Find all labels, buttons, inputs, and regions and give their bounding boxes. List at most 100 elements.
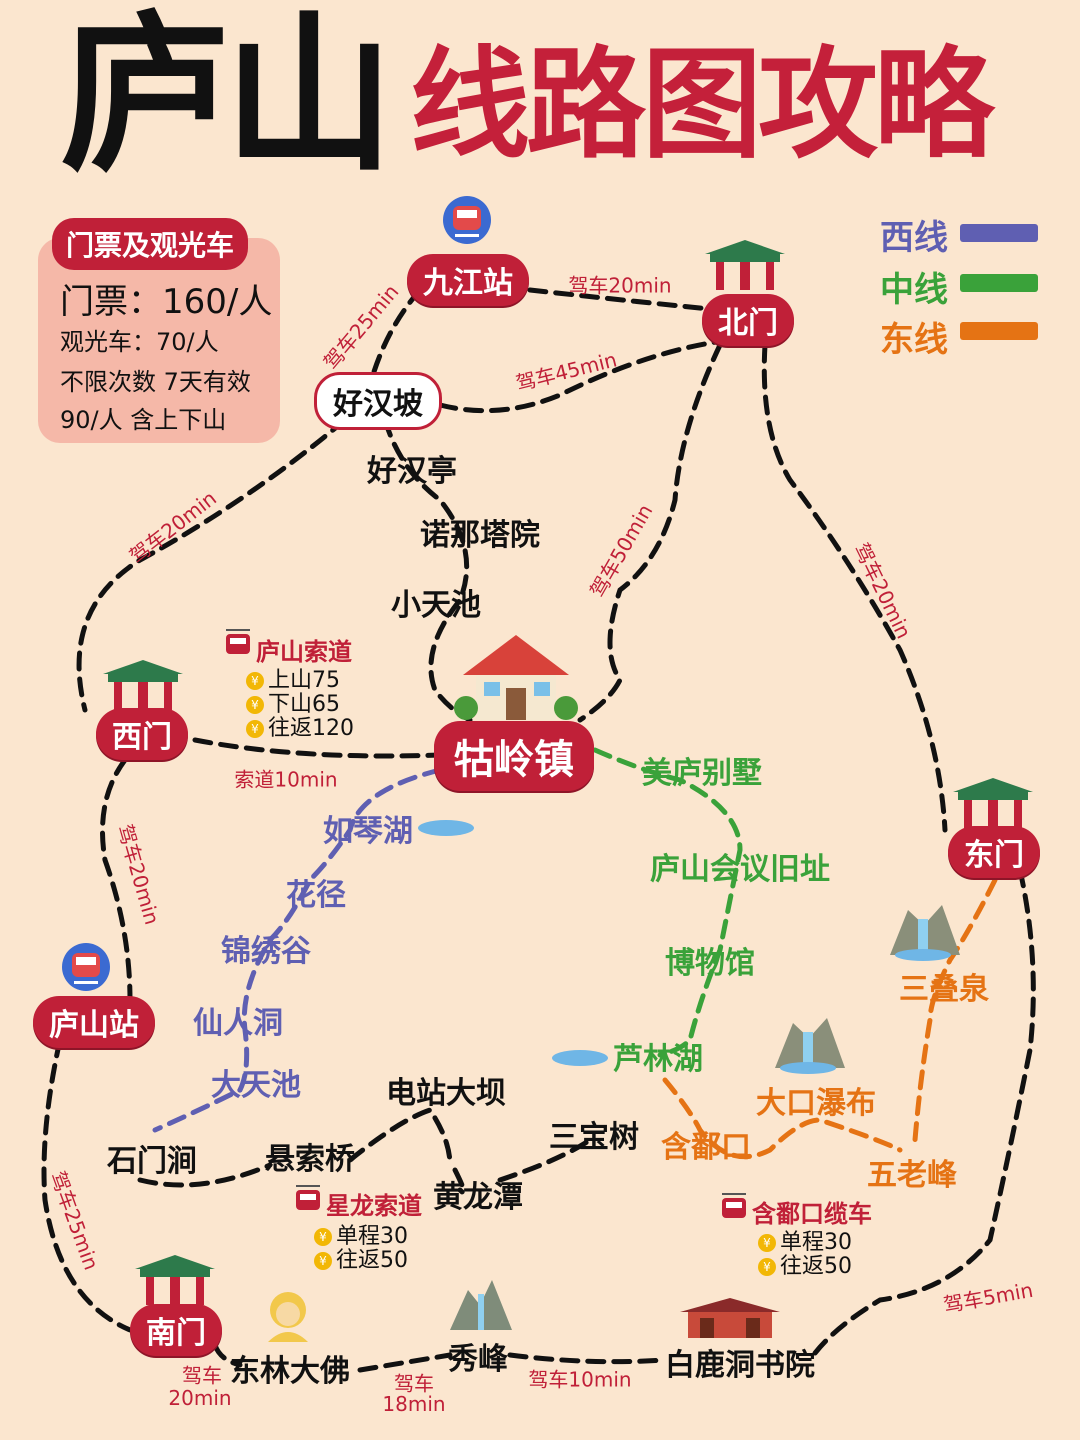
legend-central-label: 中线: [880, 270, 948, 310]
route-xiufeng-bailu: [507, 1352, 668, 1365]
train-icon: [62, 943, 110, 991]
drive-donglin-xiufeng-b: 18min: [382, 1392, 446, 1416]
west-spot-xianrendong: 仙人洞: [193, 1006, 283, 1041]
west-spot-huajing: 花径: [286, 878, 346, 913]
central-spot-huiyi: 庐山会议旧址: [650, 852, 830, 887]
coin-icon: ¥: [246, 720, 264, 738]
gate-icon: [953, 778, 1033, 828]
route-hhp-west: [76, 417, 348, 713]
spot-donglin: 东林大佛: [230, 1354, 350, 1389]
coin-icon: ¥: [246, 672, 264, 690]
route-west-guling: [192, 737, 443, 759]
cableway-xinglong-price-0: ¥单程30: [314, 1218, 408, 1250]
drive-west-guling: 索道10min: [234, 767, 338, 792]
gate-icon: [705, 240, 785, 290]
route-station-south: [41, 1037, 133, 1333]
cableway-xinglong-price-1: ¥往返50: [314, 1242, 408, 1274]
route-east-line-2: [662, 1077, 903, 1160]
spot-xiaotianchi: 小天池: [391, 588, 481, 623]
cableway-lushan-price-1: ¥下山65: [246, 686, 340, 718]
route-donglin-xiufeng: [357, 1352, 453, 1373]
drive-jj-north: 驾车20min: [568, 273, 672, 298]
east-gate: 东门: [948, 826, 1040, 878]
route-east-line: [912, 877, 998, 1143]
east-spot-hanpokou: 含鄱口: [661, 1130, 751, 1165]
route-bridge-dam: [347, 1107, 453, 1168]
route-east-bailu: [807, 867, 1036, 1363]
cableway-xinglong-title: 星龙索道: [326, 1192, 422, 1220]
south-gate: 南门: [130, 1304, 222, 1356]
spot-xiufeng: 秀峰: [448, 1342, 508, 1377]
guling-town: 牯岭镇: [434, 721, 594, 791]
route-north-east: [761, 342, 948, 833]
cableway-hanpo-price-0: ¥单程30: [758, 1224, 852, 1256]
coin-icon: ¥: [314, 1252, 332, 1270]
lake-icon: [418, 820, 474, 836]
west-gate: 西门: [96, 708, 188, 760]
lake-icon: [552, 1050, 608, 1066]
spot-xuansuoqiao: 悬索桥: [265, 1142, 355, 1177]
drive-donglin-xiufeng-a: 驾车: [394, 1371, 434, 1396]
west-spot-ruqinhu: 如琴湖: [323, 814, 413, 849]
drive-south-donglin-b: 20min: [168, 1386, 232, 1410]
east-spot-wulaofeng: 五老峰: [867, 1158, 957, 1193]
spot-sanbaoshu: 三宝树: [549, 1120, 639, 1155]
cableway-hanpo-price-1: ¥往返50: [758, 1248, 852, 1280]
legend-west-swatch: [960, 224, 1038, 242]
waterfall-icon: [890, 905, 960, 961]
cableway-lushan-price-2: ¥往返120: [246, 710, 354, 742]
coin-icon: ¥: [758, 1258, 776, 1276]
legend-west-label: 西线: [880, 218, 948, 258]
page-subtitle: 线路图攻略: [410, 34, 994, 175]
route-shimen-bridge: [137, 1162, 273, 1188]
spot-bailudong: 白鹿洞书院: [665, 1348, 815, 1383]
page-title: 庐山: [60, 0, 394, 195]
bus-validity: 不限次数 7天有效: [60, 368, 251, 396]
lushan-station: 庐山站: [33, 996, 155, 1048]
ticket-header: 门票及观光车: [52, 218, 249, 270]
west-spot-jinxiugu: 锦绣谷: [221, 934, 311, 969]
legend-east-label: 东线: [880, 320, 948, 360]
spot-haohanting: 好汉亭: [367, 454, 457, 489]
spot-dianzhan: 电站大坝: [386, 1076, 506, 1111]
route-north-guling: [577, 342, 723, 723]
legend-east-swatch: [960, 322, 1038, 340]
route-west-line: [152, 767, 443, 1133]
east-spot-dakou: 大口瀑布: [756, 1086, 876, 1121]
bus-price-updown: 90/人 含上下山: [60, 406, 227, 434]
waterfall-icon: [775, 1018, 845, 1074]
cable-car-icon: [722, 1193, 746, 1218]
coin-icon: ¥: [246, 696, 264, 714]
ticket-box: [38, 238, 280, 443]
gate-icon: [103, 660, 183, 710]
spot-nuonata: 诺那塔院: [420, 518, 540, 553]
drive-south-donglin-a: 驾车: [182, 1363, 222, 1388]
ticket-price: 门票：160/人: [60, 282, 273, 322]
spot-huanglongtan: 黄龙潭: [433, 1180, 523, 1215]
cableway-hanpo-title: 含鄱口缆车: [752, 1200, 872, 1228]
route-hhp-north: [437, 337, 733, 414]
route-south-donglin: [212, 1342, 243, 1368]
drive-xiufeng-bailu: 驾车10min: [528, 1367, 632, 1392]
cable-car-icon: [296, 1185, 320, 1210]
central-spot-bowuguan: 博物馆: [665, 946, 755, 981]
cableway-lushan-price-0: ¥上山75: [246, 662, 340, 694]
bus-price: 观光车：70/人: [60, 328, 219, 356]
north-gate: 北门: [702, 294, 794, 346]
mountain-icon: [450, 1280, 512, 1330]
route-hlt-sbs: [497, 1137, 593, 1183]
route-jj-north: [527, 287, 723, 313]
house-icon: [454, 635, 578, 720]
route-dam-hlt: [452, 1167, 467, 1195]
jiujiang-station: 九江站: [407, 254, 529, 306]
cableway-lushan-title: 庐山索道: [256, 638, 352, 666]
haohanpo: 好汉坡: [314, 372, 442, 430]
route-hhp-guling: [382, 417, 473, 723]
spot-shimenjian: 石门涧: [107, 1144, 197, 1179]
east-spot-sandiequan: 三叠泉: [899, 972, 989, 1007]
gate-icon: [135, 1255, 215, 1305]
train-icon: [443, 196, 491, 244]
central-spot-meilu: 美庐别墅: [642, 756, 762, 791]
route-west-station: [100, 757, 133, 1003]
